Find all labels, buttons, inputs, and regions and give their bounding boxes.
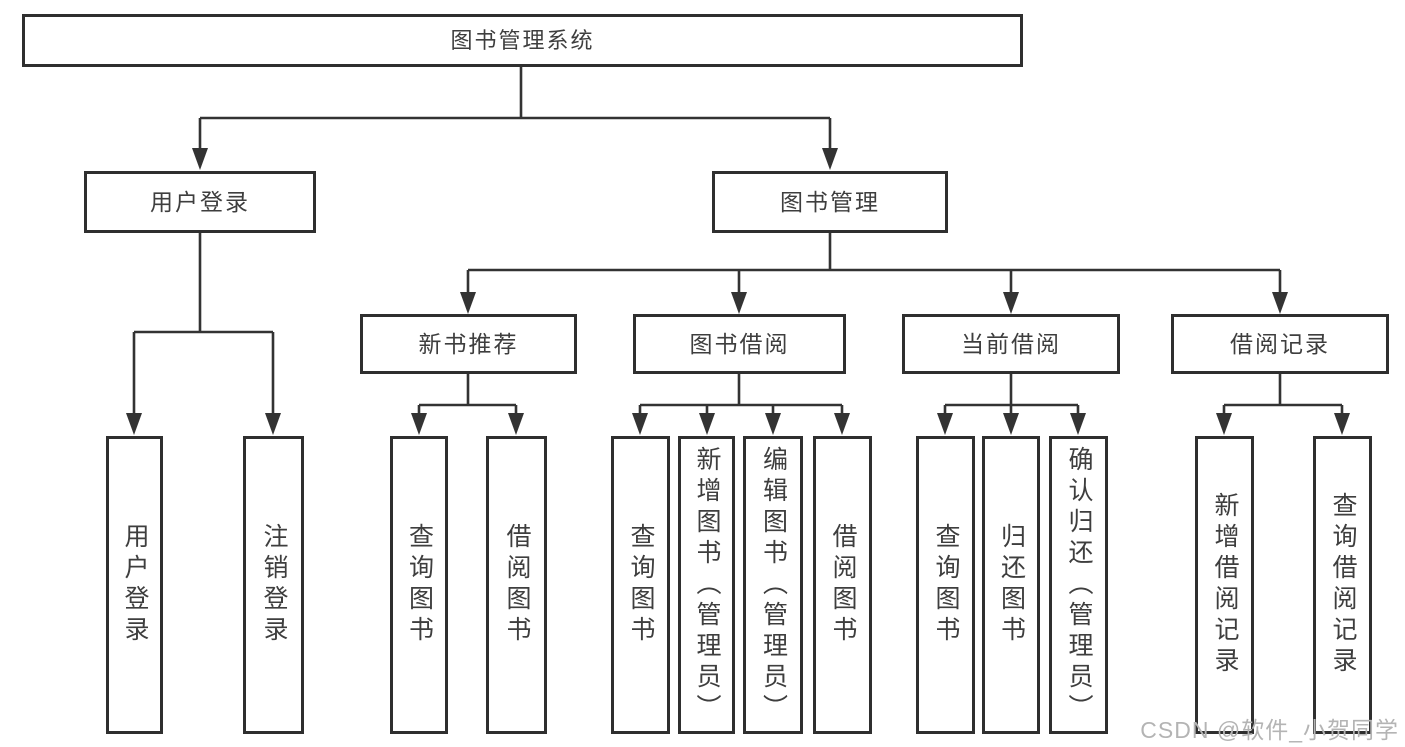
node-library-system: 图书管理系统 [22,14,1023,67]
leaf-return-books: 归还图书 [982,436,1040,734]
leaf-query-books-recommend: 查询图书 [390,436,448,734]
arrowheads [126,148,1350,435]
leaf-borrow-books-recommend: 借阅图书 [486,436,547,734]
leaf-logout: 注销登录 [243,436,304,734]
leaf-query-borrow-record: 查询借阅记录 [1313,436,1372,734]
node-book-borrowing: 图书借阅 [633,314,846,374]
leaf-borrow-books-borrowing: 借阅图书 [813,436,872,734]
leaf-confirm-return-admin: 确认归还（管理员） [1049,436,1108,734]
leaf-add-book-admin: 新增图书（管理员） [678,436,735,734]
leaf-add-borrow-record: 新增借阅记录 [1195,436,1254,734]
node-new-book-recommend: 新书推荐 [360,314,577,374]
node-borrowing-records: 借阅记录 [1171,314,1389,374]
node-current-borrowing: 当前借阅 [902,314,1120,374]
leaf-query-books-borrowing: 查询图书 [611,436,670,734]
node-book-management: 图书管理 [712,171,948,233]
watermark: CSDN @软件_小贺同学 [1140,717,1399,743]
leaf-query-books-current: 查询图书 [916,436,975,734]
leaf-edit-book-admin: 编辑图书（管理员） [743,436,803,734]
node-user-login: 用户登录 [84,171,316,233]
leaf-user-login: 用户登录 [106,436,163,734]
